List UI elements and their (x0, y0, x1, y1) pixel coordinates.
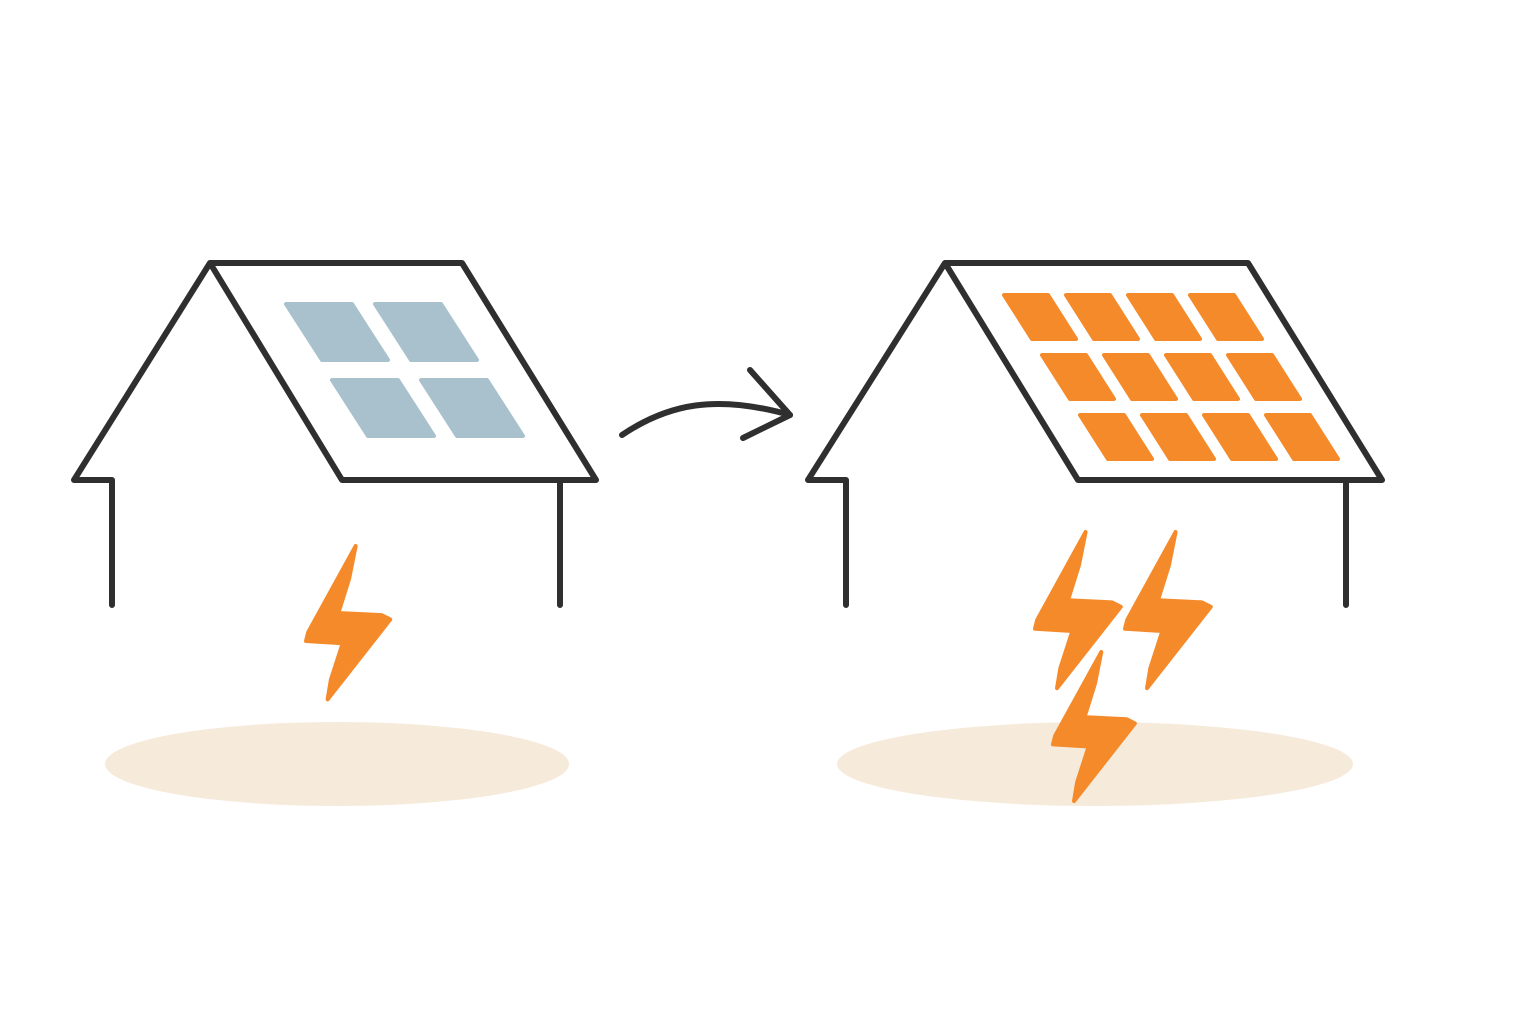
solar-panel (1126, 293, 1202, 341)
solar-panel (419, 378, 525, 438)
house-before (71, 260, 599, 806)
solar-panel (1040, 353, 1116, 401)
energy-bolts-after (1033, 530, 1213, 804)
solar-panel (1164, 353, 1240, 401)
solar-panel (1226, 353, 1302, 401)
lightning-bolt-icon (1051, 650, 1137, 804)
solar-panel (330, 378, 436, 438)
solar-panel (1188, 293, 1264, 341)
solar-panel (284, 302, 390, 362)
solar-panel (1202, 413, 1278, 461)
arrow-shaft (619, 400, 793, 438)
solar-panels-after (1002, 293, 1340, 461)
house-after (805, 260, 1385, 806)
solar-panel (1064, 293, 1140, 341)
lightning-bolt-icon (304, 544, 393, 702)
lightning-bolt-icon (1033, 530, 1123, 691)
solar-panel (373, 302, 479, 362)
arrow-right-icon (619, 367, 793, 441)
arrow-head (740, 367, 793, 441)
lightning-bolt-icon (1123, 530, 1213, 691)
energy-bolts-before (304, 544, 393, 702)
solar-panel (1102, 353, 1178, 401)
solar-panel (1002, 293, 1078, 341)
house-outline-after (805, 260, 1385, 608)
solar-panel (1078, 413, 1154, 461)
ground-shadow-before (105, 722, 569, 806)
solar-panel (1264, 413, 1340, 461)
house-outline-before (71, 260, 599, 608)
solar-panel (1140, 413, 1216, 461)
solar-panels-before (284, 302, 525, 438)
